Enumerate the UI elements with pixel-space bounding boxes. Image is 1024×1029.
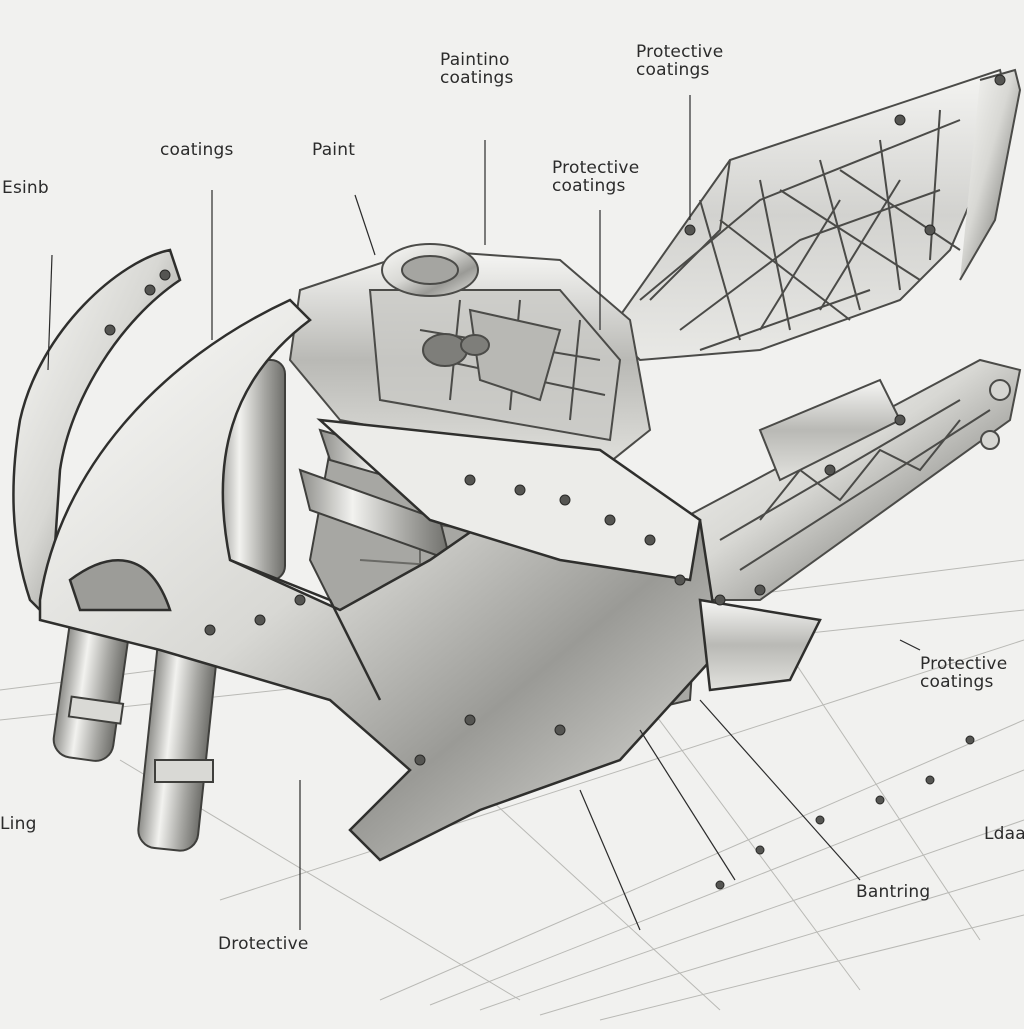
leader-lines bbox=[47, 95, 921, 931]
label-painting-coatings: Paintino coatings bbox=[440, 50, 514, 88]
fairing bbox=[12, 248, 822, 862]
swingarm bbox=[678, 358, 1022, 601]
label-ling: Ling bbox=[0, 814, 37, 834]
label-esinb: Esinb bbox=[2, 178, 49, 198]
rear-subframe bbox=[608, 68, 1022, 362]
label-protective-coatings-center: Protective coatings bbox=[552, 158, 640, 196]
label-protective-coatings-top-right: Protective coatings bbox=[636, 42, 724, 80]
bolts bbox=[104, 74, 1006, 890]
label-paint: Paint bbox=[312, 140, 356, 160]
label-protective-bottom: Drotective bbox=[218, 934, 309, 954]
main-frame bbox=[288, 243, 652, 472]
label-protective-coatings-right: Protective coatings bbox=[920, 654, 1008, 692]
label-bantring: Bantring bbox=[856, 882, 931, 902]
label-coatings-left: coatings bbox=[160, 140, 234, 160]
label-ldaa: Ldaa bbox=[984, 824, 1024, 844]
